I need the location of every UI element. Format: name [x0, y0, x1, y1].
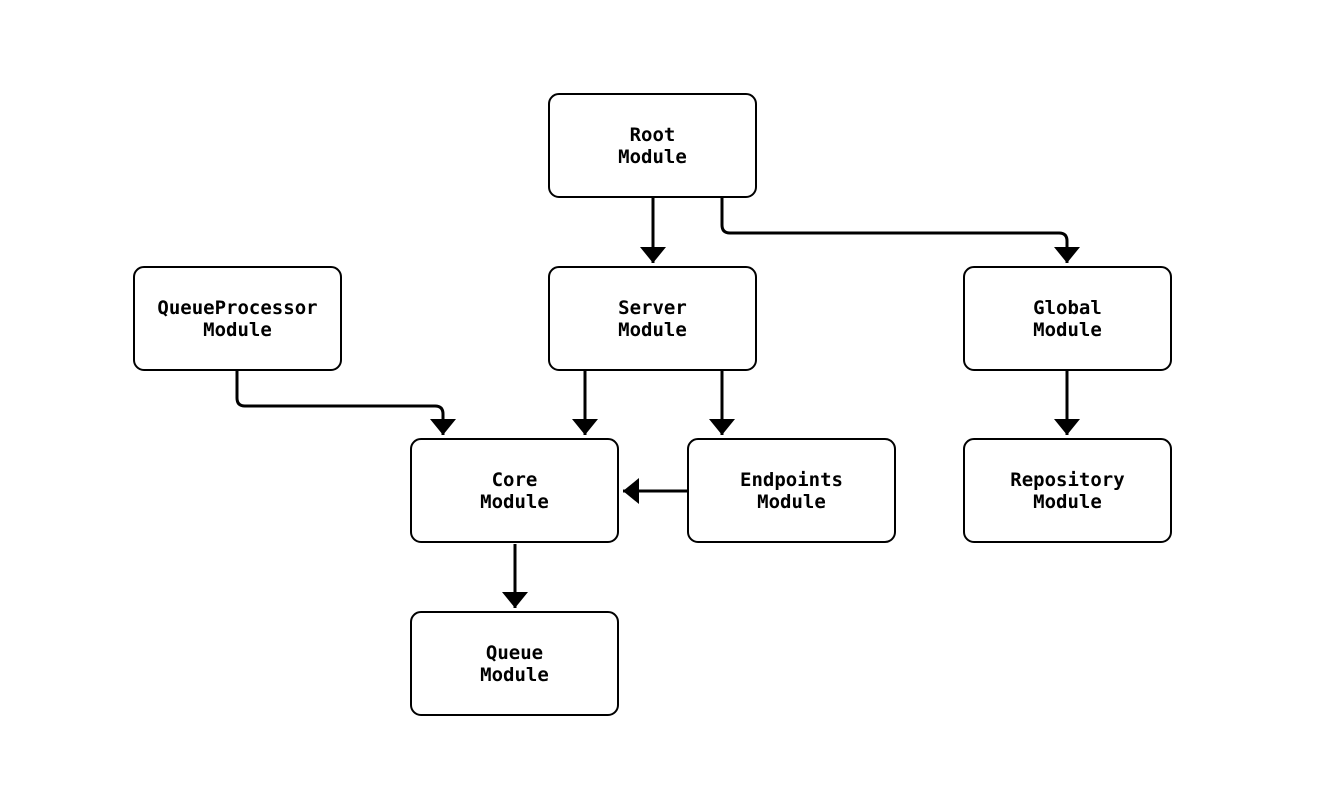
node-server-module-label: Server Module: [618, 296, 687, 341]
node-queueprocessor-module-label: QueueProcessor Module: [157, 296, 318, 341]
node-endpoints-module-label: Endpoints Module: [740, 468, 843, 513]
edge-queueprocessor-to-core: [235, 371, 456, 435]
node-core-module: Core Module: [410, 438, 619, 543]
node-queueprocessor-module: QueueProcessor Module: [133, 266, 342, 371]
node-queue-module-label: Queue Module: [480, 641, 549, 686]
node-core-module-label: Core Module: [480, 468, 549, 513]
node-root-module-label: Root Module: [618, 123, 687, 168]
node-queue-module: Queue Module: [410, 611, 619, 716]
node-repository-module: Repository Module: [963, 438, 1172, 543]
node-root-module: Root Module: [548, 93, 757, 198]
node-endpoints-module: Endpoints Module: [687, 438, 896, 543]
node-global-module: Global Module: [963, 266, 1172, 371]
node-server-module: Server Module: [548, 266, 757, 371]
node-repository-module-label: Repository Module: [1010, 468, 1125, 513]
edge-root-to-global: [720, 198, 1080, 263]
node-global-module-label: Global Module: [1033, 296, 1102, 341]
